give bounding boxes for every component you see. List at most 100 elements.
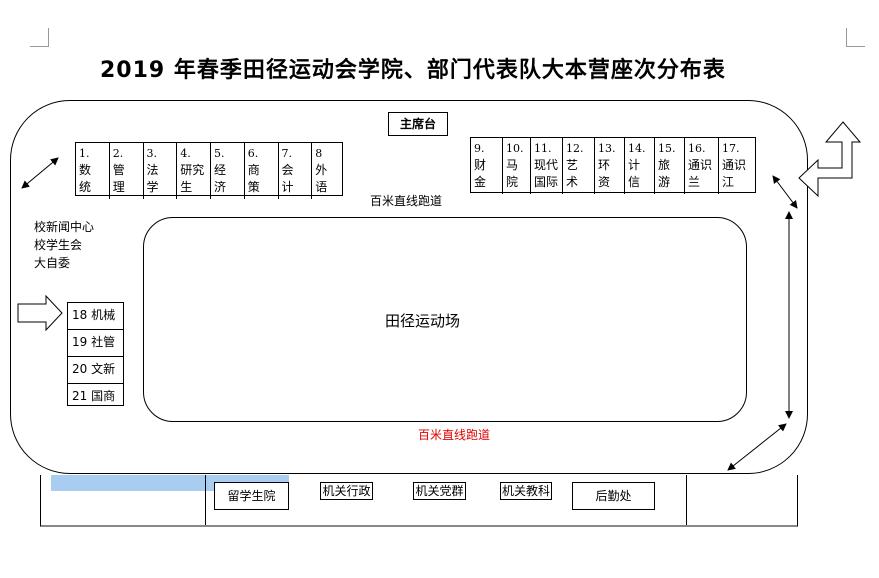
corner-mark [30, 28, 49, 47]
team-number: 9. [474, 142, 485, 155]
team-number: 5. [214, 147, 225, 160]
team-name: 学 [146, 180, 159, 194]
team-name: 济 [214, 180, 227, 194]
team-name: 信 [628, 175, 641, 189]
team-name: 经 [214, 163, 227, 177]
team-name: 语 [315, 180, 328, 194]
team-number: 7. [281, 147, 293, 160]
team-number: 3. [146, 147, 158, 160]
rostrum-box: 主席台 [388, 112, 448, 136]
team-cell: 13. 环资 [595, 138, 625, 194]
team-number: 11. [534, 142, 552, 155]
team-name: 商 [247, 163, 260, 177]
team-cell: 11. 现代国际 [531, 138, 563, 194]
team-name: 财 [474, 158, 487, 172]
team-19: 19 社管 [68, 330, 123, 357]
team-cell: 16. 通识兰 [685, 138, 719, 194]
unit-box: 后勤处 [572, 482, 655, 510]
team-name: 生 [180, 180, 193, 194]
team-cell: 12.艺术 [563, 138, 595, 194]
team-cell: 14. 计信 [625, 138, 655, 194]
double-arrow-icon [727, 423, 787, 471]
team-number: 17. [722, 142, 740, 155]
team-name: 策 [247, 180, 260, 194]
media-labels: 校新闻中心 校学生会 大自委 [34, 218, 94, 272]
field-label: 田径运动场 [385, 312, 461, 330]
unit-box: 机关党群 [413, 482, 466, 500]
unit-box: 留学生院 [214, 482, 289, 510]
team-name: 研究 [180, 163, 205, 177]
team-name: 艺 [566, 158, 579, 172]
page-title: 2019 年春季田径运动会学院、部门代表队大本营座次分布表 [100, 58, 726, 83]
team-cell: 9. 财金 [471, 138, 503, 194]
unit-box: 机关行政 [320, 482, 373, 500]
team-name: 游 [658, 175, 671, 189]
team-name: 计 [628, 158, 641, 172]
corner-mark [846, 28, 865, 47]
double-arrow-icon [21, 157, 59, 189]
team-cell: 15. 旅游 [655, 138, 685, 194]
team-cell: 3. 法学 [144, 143, 178, 199]
team-number: 8 [315, 147, 323, 160]
left-teams: 18 机械 19 社管 20 文新 21 国商 [67, 302, 124, 406]
team-name: 通识 [688, 158, 713, 172]
team-number: 6. [247, 147, 259, 160]
team-cell: 10. 马院 [503, 138, 531, 194]
team-name: 马 [506, 158, 519, 172]
unit-box: 机关教科 [500, 482, 552, 500]
divider [205, 475, 206, 525]
team-number: 4. [180, 147, 191, 160]
team-name: 资 [598, 175, 611, 189]
team-name: 旅 [658, 158, 671, 172]
media-label: 校学生会 [34, 238, 83, 252]
team-name: 兰 [688, 175, 701, 189]
team-number: 16. [688, 142, 706, 155]
team-number: 1. [79, 147, 90, 160]
team-name: 理 [112, 180, 125, 194]
team-name: 院 [506, 175, 519, 189]
team-number: 10. [506, 142, 524, 155]
team-name: 数 [79, 163, 92, 177]
team-name: 现代 [534, 158, 559, 172]
team-name: 统 [79, 180, 92, 194]
team-20: 20 文新 [68, 357, 123, 384]
top-left-teams: 1. 数统 2. 管理 3. 法学 4. 研究生 5. 经济 6. 商策 7. 会计 8 外语 [75, 142, 343, 199]
stadium-outline [10, 100, 808, 474]
divider [686, 475, 687, 525]
team-cell: 8 外语 [312, 143, 342, 199]
team-cell: 6. 商策 [245, 143, 279, 199]
uturn-arrow-icon [798, 121, 862, 198]
team-name: 术 [566, 175, 579, 189]
team-cell: 2. 管理 [110, 143, 144, 199]
field-outline [143, 217, 747, 422]
team-number: 14. [628, 142, 646, 155]
team-name: 环 [598, 158, 611, 172]
team-number: 13. [598, 142, 616, 155]
team-name: 计 [281, 180, 294, 194]
sprint-lane-bottom: 百米直线跑道 [418, 428, 491, 442]
team-cell: 4. 研究生 [177, 143, 211, 199]
team-18: 18 机械 [68, 303, 123, 330]
double-arrow-icon [772, 175, 798, 209]
team-number: 15. [658, 142, 676, 155]
team-number: 2. [112, 147, 124, 160]
sprint-lane-top: 百米直线跑道 [370, 194, 443, 208]
media-label: 大自委 [34, 256, 71, 270]
team-cell: 7. 会计 [279, 143, 313, 199]
team-name: 管 [112, 163, 125, 177]
team-name: 金 [474, 175, 487, 189]
team-name: 法 [146, 163, 159, 177]
team-name: 会 [281, 163, 294, 177]
team-cell: 1. 数统 [76, 143, 110, 199]
team-21: 21 国商 [72, 389, 116, 403]
team-name: 外 [315, 163, 328, 177]
team-name: 国际 [534, 175, 559, 189]
team-cell: 5. 经济 [211, 143, 245, 199]
team-name: 江 [722, 175, 735, 189]
media-label: 校新闻中心 [34, 220, 95, 234]
team-cell: 17. 通识江 [719, 138, 755, 194]
team-name: 通识 [722, 158, 747, 172]
